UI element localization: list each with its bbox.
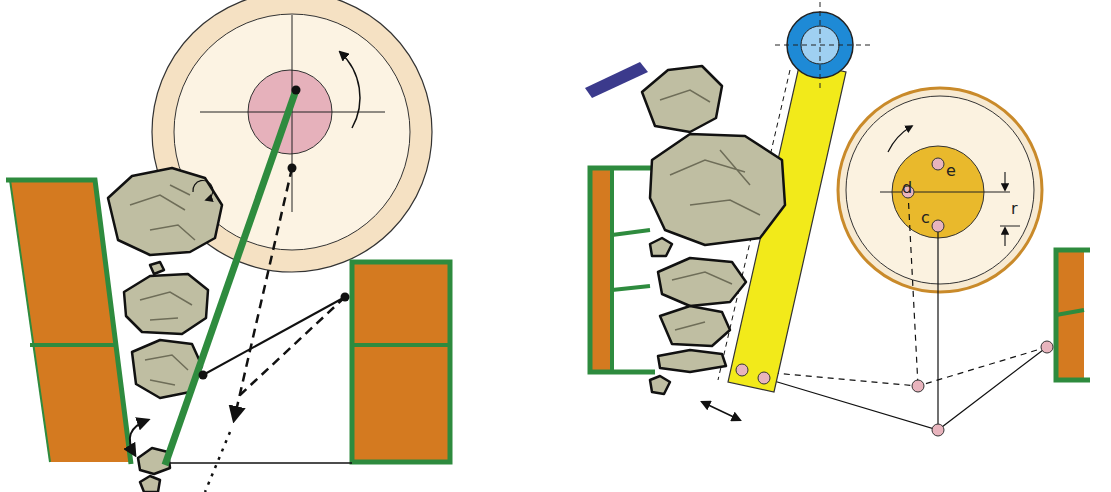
dimension-arrow <box>1004 172 1005 190</box>
frame-block <box>352 262 450 462</box>
rock-texture <box>130 185 195 385</box>
jaw-rib <box>612 286 650 290</box>
rocks <box>642 66 785 394</box>
pivot-points <box>199 86 350 380</box>
swing-jaw-alt <box>234 168 292 420</box>
jaw-plate <box>590 168 655 372</box>
base-line <box>165 462 352 464</box>
crosshair <box>820 2 821 88</box>
rock-texture <box>660 90 760 330</box>
jaw-plate <box>6 180 131 464</box>
point-label: r <box>1011 201 1018 217</box>
crosshair <box>775 45 870 46</box>
flywheel <box>838 88 1042 292</box>
dimension-arrow <box>1004 228 1005 246</box>
flywheel-inner <box>846 96 1034 284</box>
rotation-arrow <box>340 52 360 128</box>
connecting-rod-alt <box>908 192 918 386</box>
dimension-line <box>1000 226 1020 227</box>
connecting-rod <box>937 225 938 430</box>
left-crusher <box>6 0 450 492</box>
motion-arrow <box>702 402 740 420</box>
jaw-edge <box>10 180 50 462</box>
point-label: d <box>902 180 912 196</box>
swing-jaw-axis <box>205 432 230 492</box>
frame-rib <box>1056 310 1084 315</box>
frame-divider <box>352 343 450 347</box>
jaw-divider <box>30 343 116 347</box>
swing-jaw <box>165 90 296 465</box>
rocks <box>108 168 222 492</box>
right-crusher <box>585 2 1090 436</box>
jaw-plate <box>610 168 614 372</box>
motion-arrow <box>130 420 148 455</box>
rotation-arrow <box>888 126 912 152</box>
toggle-plate-alt <box>240 297 345 395</box>
feed-chute <box>585 62 648 98</box>
point-label: e <box>946 163 956 179</box>
point-label: c <box>921 210 930 226</box>
toggle-links-alt <box>740 347 1047 386</box>
fixed-jaw <box>590 168 612 372</box>
rotation-arrow <box>193 180 213 200</box>
crosshair <box>880 192 1010 193</box>
jaw-rib <box>612 230 650 235</box>
frame-plate <box>1056 250 1090 380</box>
crosshair <box>292 15 293 212</box>
